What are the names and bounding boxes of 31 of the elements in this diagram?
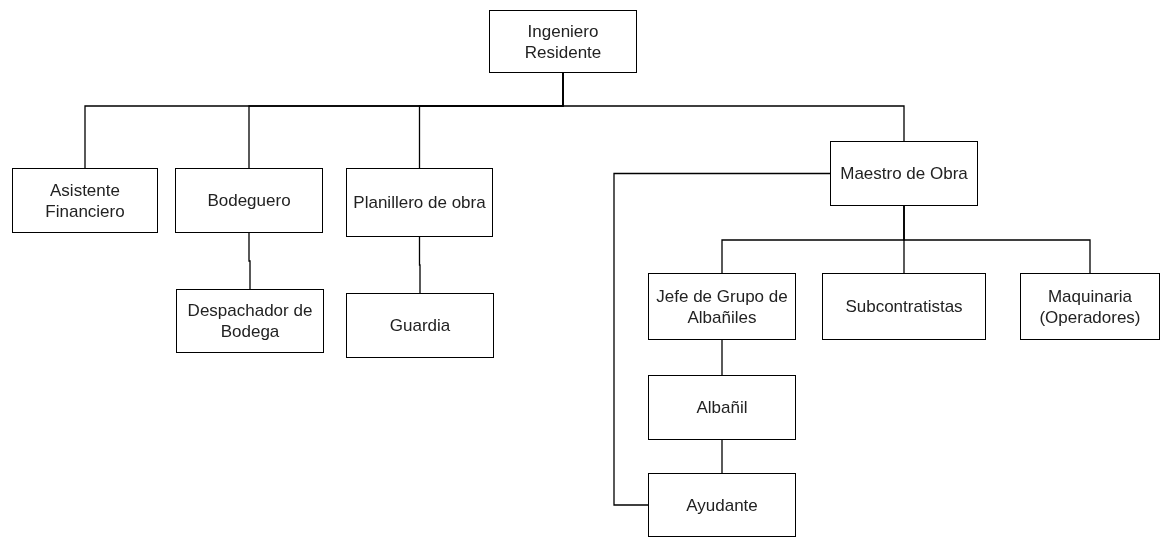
role-title: Albañil xyxy=(696,397,748,418)
role-title: Subcontratistas xyxy=(845,296,963,317)
role-title: Bodeguero xyxy=(207,190,291,211)
connector-line xyxy=(418,236,421,294)
role-box xyxy=(346,168,493,237)
role-box xyxy=(648,375,796,440)
connector-line xyxy=(613,172,831,506)
role-title: Ayudante xyxy=(686,494,758,516)
connector-line xyxy=(721,339,723,376)
role-box xyxy=(12,168,158,233)
role-box xyxy=(175,168,323,233)
role-title: Planillero de obra xyxy=(353,192,486,213)
connector-line xyxy=(562,72,905,142)
connector-line xyxy=(721,439,723,474)
role-title: Maquinaria (Operadores) xyxy=(1038,285,1142,328)
role-box xyxy=(176,289,324,353)
role-box xyxy=(648,273,796,340)
role-box xyxy=(830,141,978,206)
role-title: Despachador de Bodega xyxy=(186,300,314,342)
role-box xyxy=(822,273,986,340)
role-title: Asistente Financiero xyxy=(44,179,126,222)
role-box xyxy=(346,293,494,358)
role-title: Guardia xyxy=(389,315,451,336)
role-box xyxy=(489,10,637,73)
role-title: Jefe de Grupo de Albañiles xyxy=(655,285,789,328)
role-title: Ingeniero Residente xyxy=(523,20,603,63)
connector-line xyxy=(903,205,1091,274)
role-box xyxy=(1020,273,1160,340)
role-box xyxy=(648,473,796,537)
role-title: Maestro de Obra xyxy=(840,163,968,184)
connector-line xyxy=(248,232,251,290)
